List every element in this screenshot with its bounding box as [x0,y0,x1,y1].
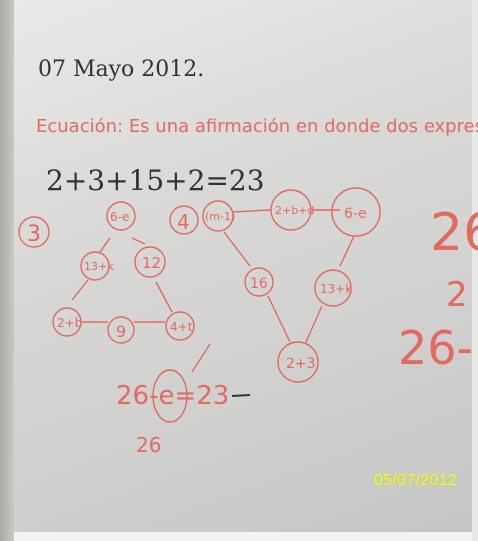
node-bottom-mid [107,316,135,344]
node-bottom-r [277,341,319,383]
lower-26: 26 [136,433,161,457]
node-top-mid [270,189,312,231]
node-top-label: 6-e [110,210,129,224]
node-bottom-left-label: 2+b [57,316,82,330]
node-mid-left-label: 13+k [84,260,114,273]
partial-26-minus: 26- [398,321,473,375]
node-top-right [331,187,381,237]
right-partial-writing: 26 2 26- [398,203,478,375]
photo-timestamp: 05/07/2012 [374,472,458,489]
date-title: 07 Mayo 2012. [38,57,204,82]
node-bottom-right-label: 4+t [170,320,193,334]
node-bottom-mid-label: 9 [116,322,126,341]
node-bottom-left [52,307,82,337]
node-mid-left [80,251,110,281]
node-mid-right [134,246,166,278]
definition-text: Ecuación: Es una afirmación en donde dos… [36,116,478,137]
node-mid-right-label: 12 [142,254,161,272]
partial-2: 2 [446,275,468,315]
node-mid-right-r-label: 13+k [320,282,352,296]
partial-26: 26 [430,203,478,263]
board-bottom-edge [14,532,472,541]
wall-edge-right [472,0,478,541]
node-mid-left-r [244,267,274,297]
circle-label-3 [18,216,50,248]
whiteboard-surface [14,0,472,541]
right-triangle-diagram: 4 (m-1) 2+b+d 6-e 16 13+k 2+3 [169,187,381,383]
node-top-mid-label: 2+b+d [275,204,314,217]
left-triangle-diagram: 3 6-e 13+k 12 2+b 9 4+t [18,201,195,344]
equation-text: 2+3+15+2=23 [46,164,265,197]
node-bottom-right [165,311,195,341]
circled-e [152,369,188,423]
label-3: 3 [27,222,41,247]
lower-equation-text: 26-e=23 [116,381,229,411]
circle-label-4 [169,205,199,235]
node-top-left [202,200,234,232]
lower-equation: 26-e=23 26 [116,343,251,457]
node-bottom-r-label: 2+3 [286,356,316,372]
node-top-right-label: 6-e [344,206,367,222]
node-top [106,201,136,231]
node-mid-left-r-label: 16 [250,276,268,292]
node-mid-right-r [314,269,352,307]
node-top-left-label: (m-1) [205,210,235,223]
wall-edge-left [0,0,14,541]
label-4: 4 [177,210,190,234]
